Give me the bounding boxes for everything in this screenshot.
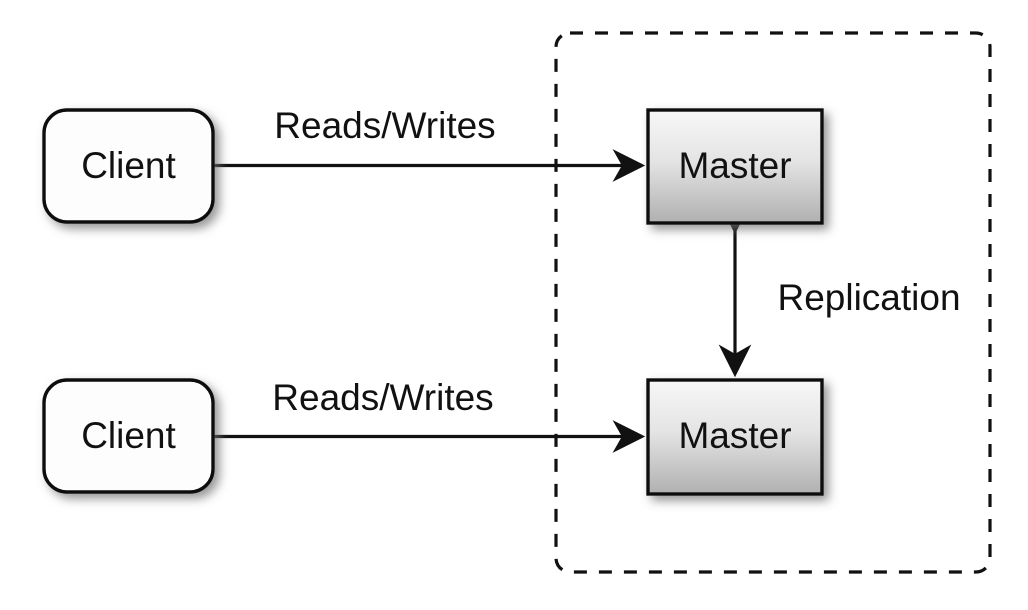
master-top-label: Master [678, 145, 791, 186]
node-master-top[interactable]: Master [646, 108, 824, 225]
node-client-top[interactable]: Client [42, 108, 215, 224]
client-top-shape [42, 108, 215, 224]
edge-label-reads-writes-top: Reads/Writes [274, 105, 495, 146]
replication-group-boundary [554, 31, 992, 574]
client-bottom-shape [42, 378, 215, 494]
edge-label-replication: Replication [777, 277, 960, 318]
edge-label-reads-writes-bottom: Reads/Writes [272, 377, 493, 418]
client-bottom-label: Client [81, 415, 176, 456]
node-master-bottom[interactable]: Master [646, 378, 824, 496]
master-top-shape [646, 108, 824, 225]
master-bottom-label: Master [678, 415, 791, 456]
client-top-label: Client [81, 145, 176, 186]
node-client-bottom[interactable]: Client [42, 378, 215, 494]
master-bottom-shape [646, 378, 824, 496]
